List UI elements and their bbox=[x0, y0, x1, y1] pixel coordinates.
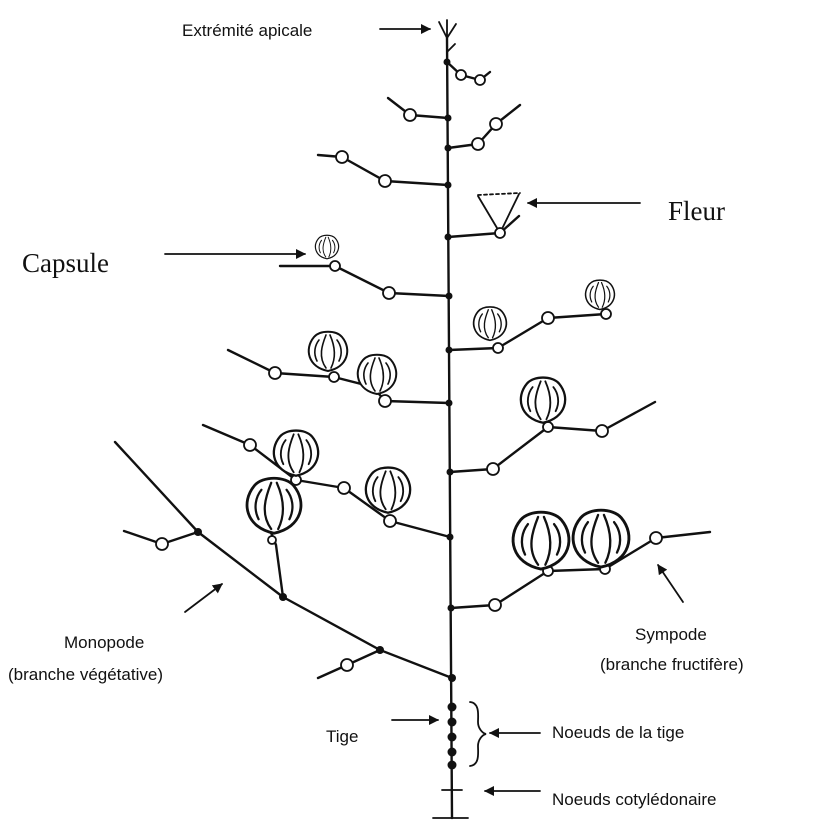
tige-label: Tige bbox=[326, 727, 358, 746]
apex-label: Extrémité apicale bbox=[182, 21, 312, 40]
fleur-label: Fleur bbox=[668, 196, 725, 226]
left-sympodes bbox=[203, 266, 450, 537]
buds bbox=[156, 70, 662, 671]
capsule-label: Capsule bbox=[22, 248, 109, 278]
arrows bbox=[165, 29, 683, 791]
monopode-sublabel: (branche végétative) bbox=[8, 665, 163, 684]
monopode-label: Monopode bbox=[64, 633, 144, 652]
sympode-label: Sympode bbox=[635, 625, 707, 644]
noeuds-cotyledonaire-label: Noeuds cotylédonaire bbox=[552, 790, 716, 809]
upper-branches bbox=[318, 62, 520, 237]
flower bbox=[478, 193, 520, 233]
main-stem bbox=[433, 20, 468, 818]
noeuds-tige-label: Noeuds de la tige bbox=[552, 723, 684, 742]
sympode-sublabel: (branche fructifère) bbox=[600, 655, 744, 674]
right-sympodes bbox=[449, 314, 710, 608]
